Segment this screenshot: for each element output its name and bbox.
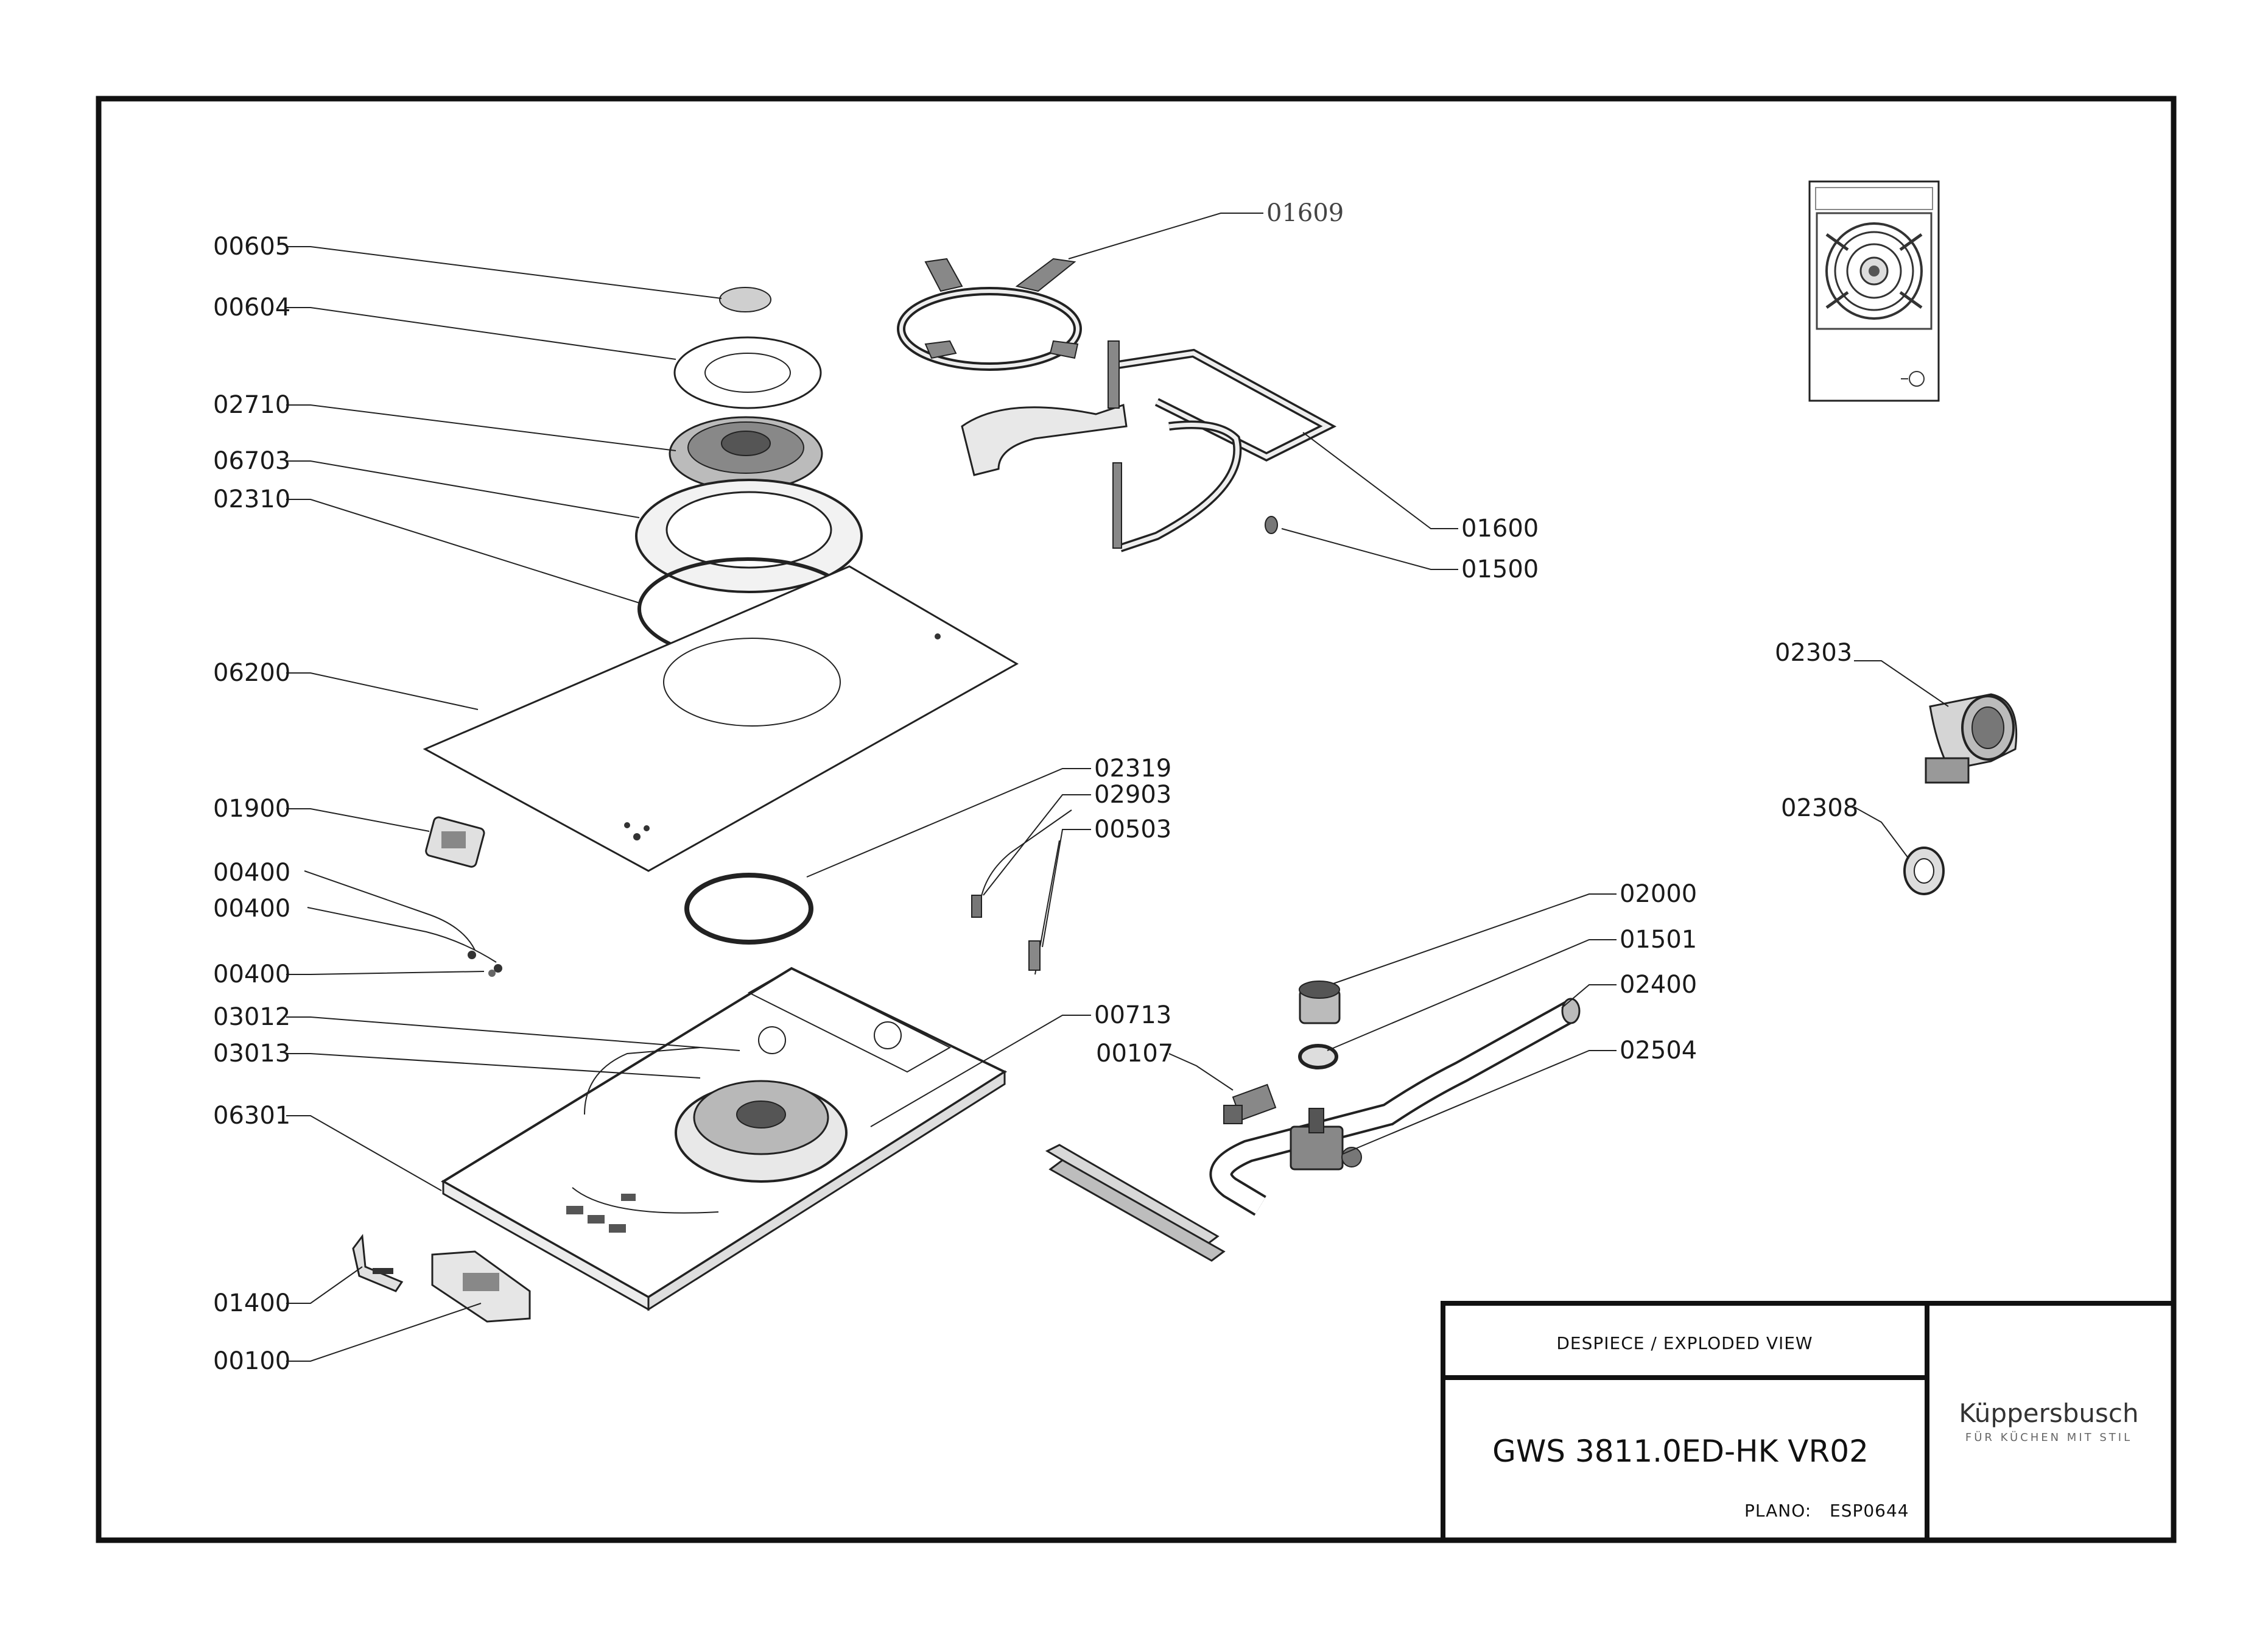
- label-03012: 03012: [213, 1003, 290, 1031]
- switch-01900: [425, 816, 485, 868]
- drawing-border: [96, 96, 2177, 1543]
- label-00604: 00604: [213, 294, 290, 322]
- burner-head-02710: [669, 416, 823, 491]
- plano-label: PLANO:: [1744, 1501, 1811, 1521]
- leader-lines: [286, 213, 1949, 1362]
- title-block: DESPIECE / EXPLODED VIEW GWS 3811.0ED-HK…: [1441, 1301, 2176, 1543]
- base-tray-06301: [441, 967, 1008, 1311]
- label-00605: 00605: [213, 233, 290, 261]
- hob-top-view: [1808, 180, 1940, 402]
- label-00713: 00713: [1094, 1001, 1171, 1029]
- wires-00400: [304, 870, 502, 977]
- label-02000: 02000: [1620, 880, 1697, 908]
- washer-02308: [1903, 847, 1945, 895]
- label-00503: 00503: [1094, 815, 1171, 843]
- knob-ring-01501: [1298, 1044, 1338, 1069]
- label-02310: 02310: [213, 485, 290, 513]
- label-02504: 02504: [1620, 1037, 1697, 1065]
- knob-02000: [1299, 981, 1341, 1024]
- plano-value: ESP0644: [1830, 1501, 1909, 1521]
- clip-00107: [1223, 1083, 1277, 1124]
- label-01501: 01501: [1620, 926, 1697, 954]
- label-00107: 00107: [1096, 1040, 1173, 1068]
- model-number: GWS 3811.0ED-HK VR02: [1492, 1434, 1869, 1469]
- label-00400-a: 00400: [213, 859, 290, 887]
- label-01600: 01600: [1461, 515, 1539, 543]
- burner-base-06703: [635, 479, 863, 593]
- label-00400-c: 00400: [213, 960, 290, 988]
- spark-electrode-00503: [1028, 840, 1060, 975]
- label-02903: 02903: [1094, 781, 1171, 809]
- glass-plate-06200: [423, 565, 1019, 872]
- label-01500: 01500: [1461, 555, 1539, 583]
- screw-01500: [1265, 516, 1278, 534]
- label-00100: 00100: [213, 1347, 290, 1375]
- burner-cap-00605: [719, 287, 771, 312]
- bracket-01400: [352, 1234, 404, 1292]
- label-02303: 02303: [1775, 639, 1852, 667]
- label-03013: 03013: [213, 1040, 290, 1068]
- label-00400-b: 00400: [213, 895, 290, 923]
- ignition-module-00100: [431, 1250, 531, 1323]
- rail-00713: [1045, 1144, 1226, 1262]
- part-labels: 00605 00604 02710 06703 02310 06200 0190…: [213, 199, 1858, 1375]
- label-06301: 06301: [213, 1102, 290, 1130]
- label-06703: 06703: [213, 447, 290, 475]
- title-heading: DESPIECE / EXPLODED VIEW: [1556, 1333, 1813, 1353]
- label-01400: 01400: [213, 1289, 290, 1317]
- elbow-fitting-02303: [1925, 693, 2018, 784]
- label-02308: 02308: [1781, 794, 1858, 822]
- label-06200: 06200: [213, 659, 290, 687]
- label-02319: 02319: [1094, 755, 1171, 783]
- label-01609: 01609: [1266, 199, 1344, 227]
- label-02400: 02400: [1620, 971, 1697, 999]
- brand-tagline: FÜR KÜCHEN MIT STIL: [1965, 1431, 2132, 1444]
- thermocouple-02903: [971, 809, 1072, 918]
- label-02710: 02710: [213, 391, 290, 419]
- gas-valve-02504: [1290, 1108, 1362, 1171]
- burner-ring-00604: [673, 336, 822, 409]
- gas-pipe-02400: [1209, 998, 1581, 1216]
- seal-ring-02319: [684, 873, 813, 945]
- label-01900: 01900: [213, 795, 290, 823]
- brand-logo: Küppersbusch: [1959, 1398, 2138, 1428]
- pan-support-01600: [961, 340, 1337, 552]
- wok-ring-01609: [897, 258, 1082, 371]
